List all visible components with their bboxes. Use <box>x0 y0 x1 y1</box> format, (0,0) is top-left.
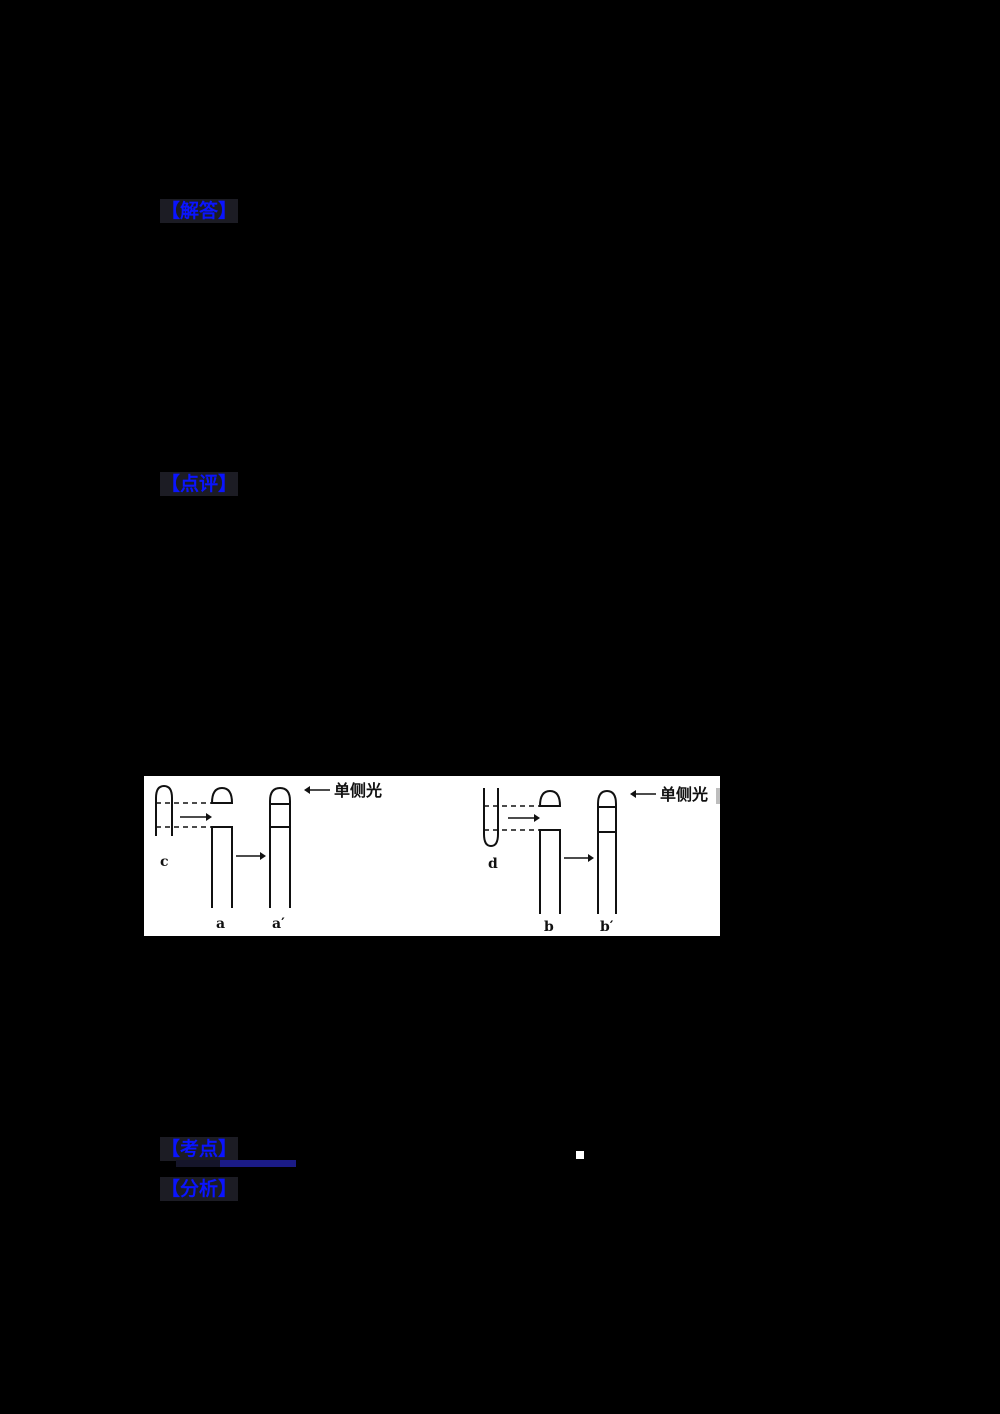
tip-d-shape <box>483 788 499 848</box>
marker-square <box>576 1151 584 1159</box>
key-point-underline <box>176 1160 296 1167</box>
experiment-figure: 单侧光 单侧光 c a a′ d b b′ <box>144 776 720 936</box>
key-point-underline-dark <box>176 1160 220 1167</box>
label-b-prime: b′ <box>600 919 614 935</box>
label-a: a <box>216 916 225 932</box>
tip-c-shape <box>155 784 173 836</box>
section-label-comment: 【点评】 <box>160 472 239 496</box>
label-b: b <box>544 919 554 935</box>
label-c: c <box>160 854 169 870</box>
label-a-prime: a′ <box>272 916 285 932</box>
light-label-right: 单侧光 <box>660 785 708 804</box>
section-label-answer: 【解答】 <box>160 199 239 223</box>
label-d: d <box>488 856 498 872</box>
gray-strip <box>716 788 720 804</box>
section-label-analysis: 【分析】 <box>160 1177 239 1201</box>
section-label-key-point: 【考点】 <box>160 1137 239 1161</box>
light-label-left: 单侧光 <box>334 781 382 800</box>
phototropism-diagram: 单侧光 单侧光 c a a′ d b b′ <box>155 781 708 935</box>
